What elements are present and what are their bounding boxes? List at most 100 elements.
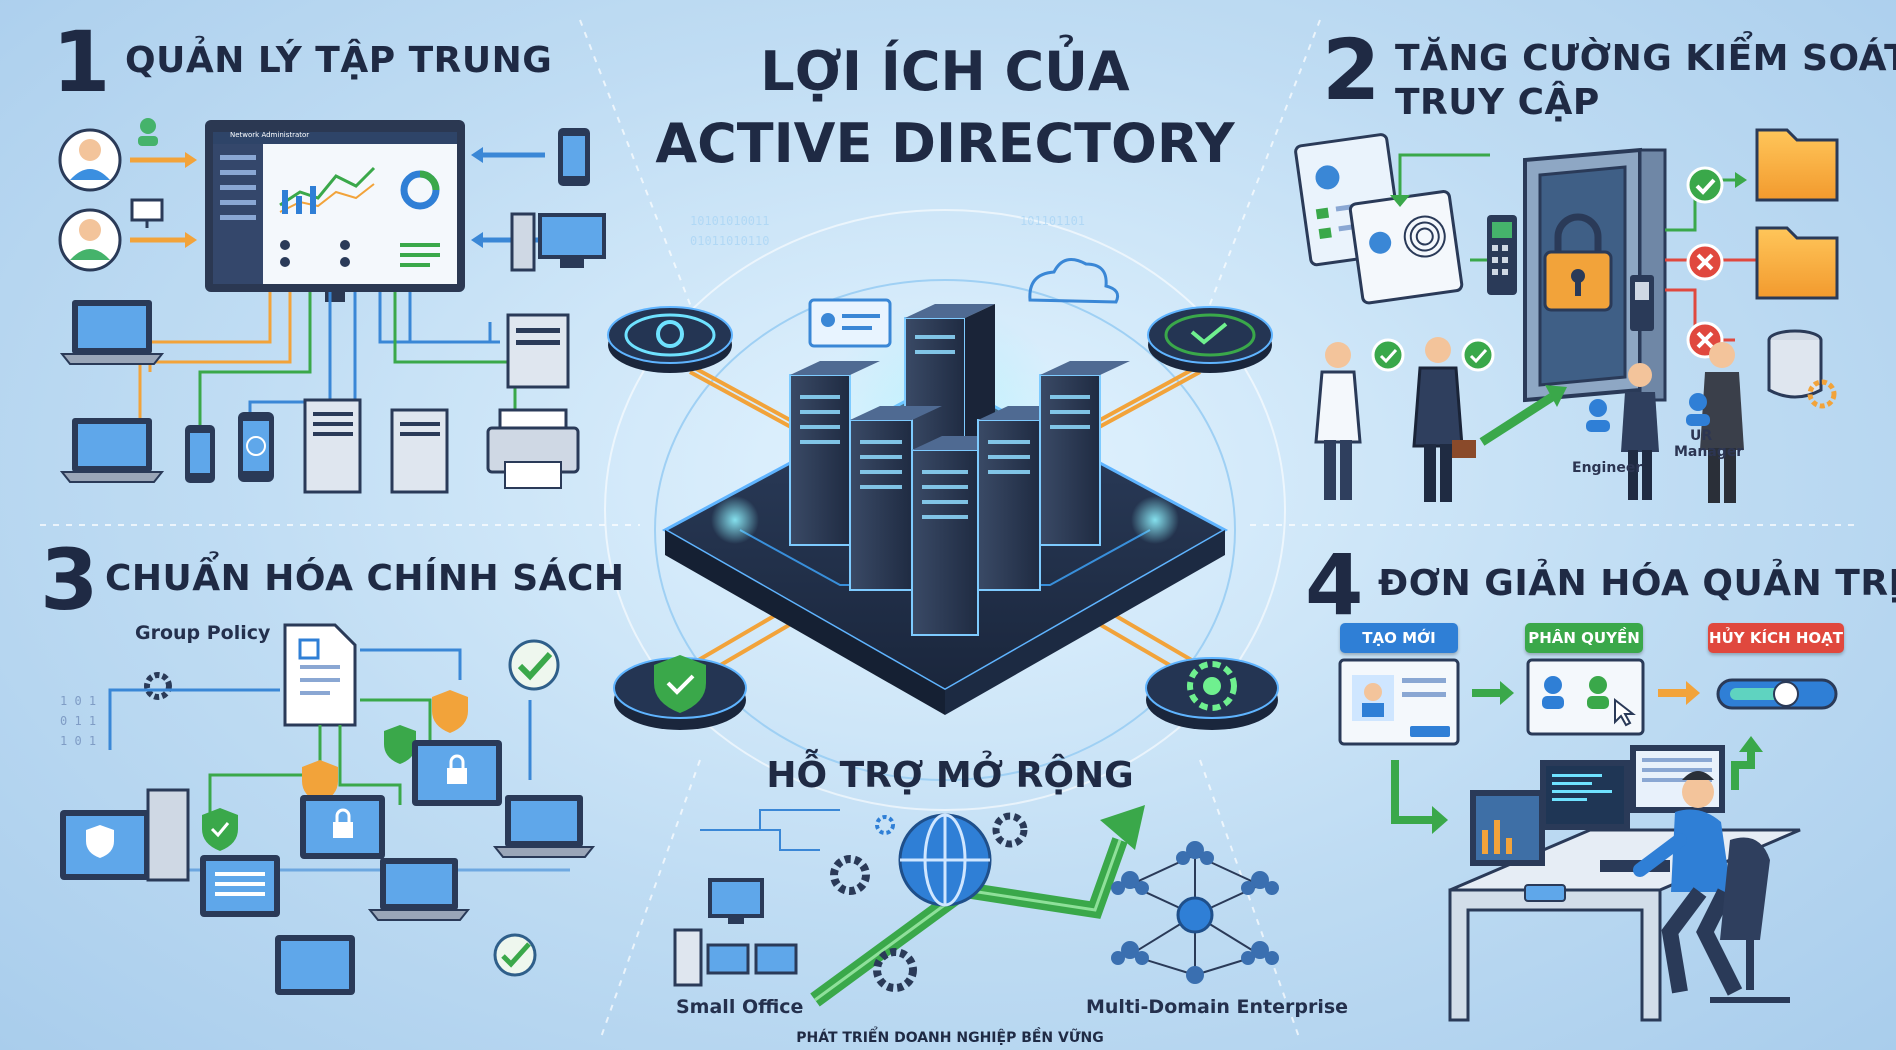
person-figure (1314, 342, 1362, 500)
section-title-2-line1: TĂNG CƯỜNG KIỂM SOÁT (1395, 38, 1896, 79)
printer-icon (486, 408, 580, 489)
laptop-icon (59, 418, 165, 483)
database-icon (1767, 329, 1837, 409)
gear-icon (875, 815, 895, 835)
globe-icon (898, 813, 992, 907)
shield-node (1147, 306, 1273, 373)
server-icon (673, 928, 703, 987)
svg-text:1 0 1: 1 0 1 (60, 734, 96, 748)
desktop-icon (412, 740, 502, 806)
cloud-icon (1028, 258, 1120, 304)
phone-icon (238, 412, 274, 482)
desktop-icon (510, 212, 606, 272)
section-1-art (58, 118, 606, 494)
desktop-icon (754, 943, 798, 975)
person-figure (1621, 363, 1659, 500)
user-icon (1686, 393, 1710, 426)
office-chair (1710, 837, 1790, 1003)
svg-text:101101101: 101101101 (1020, 214, 1085, 228)
hr-manager-label-1: UR (1690, 428, 1713, 444)
server-icon (303, 398, 362, 494)
person-figure (1700, 342, 1744, 503)
section-number-3: 3 (40, 531, 99, 629)
gear-icon (830, 855, 870, 895)
growth-art (673, 805, 1279, 1007)
section-title-4: ĐƠN GIẢN HÓA QUẢN TRỊ (1378, 563, 1896, 604)
gear-node (607, 306, 733, 373)
phone-icon (558, 128, 590, 186)
svg-text:1 0 1: 1 0 1 (60, 694, 96, 708)
cross-icon (1686, 243, 1724, 281)
new-user-card (1338, 658, 1460, 746)
workflow-create-badge: TẠO MỚI (1340, 623, 1458, 653)
lock-icon (333, 808, 353, 838)
id-card-icon (1348, 190, 1464, 305)
workflow-deactivate-badge: HỦY KÍCH HOẠT (1708, 623, 1844, 653)
folder-icon (1755, 128, 1839, 202)
desktop-icon (708, 878, 764, 924)
monitor-icon (1540, 760, 1630, 830)
section-title-2-line2: TRUY CẬP (1395, 82, 1600, 123)
phone-icon (185, 425, 215, 483)
engineer-label: Engineer (1572, 460, 1643, 476)
main-title-line2: ACTIVE DIRECTORY (655, 112, 1235, 175)
globe-icon (1176, 896, 1214, 934)
desktop-icon (60, 788, 190, 882)
laptop-icon (59, 300, 165, 365)
section-title-1: QUẢN LÝ TẬP TRUNG (125, 40, 553, 81)
check-icon (1461, 338, 1495, 372)
workflow-permission-badge: PHÂN QUYỀN (1525, 623, 1643, 653)
keypad-icon (1487, 215, 1517, 295)
svg-text:0 1 1: 0 1 1 (60, 714, 96, 728)
divider-lines (40, 19, 1856, 1041)
person-at-desk (1633, 771, 1743, 996)
toggle-icon (1716, 678, 1838, 710)
scalability-caption: PHÁT TRIỂN DOANH NGHIỆP BỀN VỮNG (796, 1030, 1104, 1046)
shield-icon (432, 690, 468, 733)
dashboard-monitor (205, 120, 465, 302)
desktop-icon (275, 935, 355, 995)
monitor-icon (1470, 790, 1545, 866)
section-3-art: 1 0 1 0 1 1 1 0 1 (60, 623, 596, 995)
desktop-icon (300, 795, 385, 859)
lock-icon (1543, 213, 1613, 312)
binary-pattern: 1 0 1 0 1 1 1 0 1 (60, 694, 96, 748)
folder-icon (1755, 226, 1839, 300)
check-icon (508, 639, 560, 691)
gear-icon (144, 672, 172, 700)
group-policy-label: Group Policy (135, 622, 271, 644)
user-group-icon (1111, 841, 1279, 984)
gear-node (1145, 657, 1279, 730)
small-office-label: Small Office (676, 996, 804, 1018)
server-rack-group (789, 304, 1130, 636)
gear-icon (992, 812, 1028, 848)
laptop-icon (367, 858, 471, 921)
check-icon (1371, 338, 1405, 372)
check-icon (1686, 166, 1724, 204)
server-icon (390, 408, 449, 494)
user-icon (1586, 399, 1610, 432)
svg-text:10101010011: 10101010011 (690, 214, 769, 228)
user-icon (58, 128, 122, 192)
server-icon (506, 313, 570, 389)
gear-icon (873, 948, 917, 992)
multi-domain-label: Multi-Domain Enterprise (1086, 996, 1349, 1018)
shield-icon (302, 760, 338, 803)
shield-check-node (613, 655, 747, 730)
card-reader-icon (1630, 275, 1654, 331)
shield-icon (202, 808, 238, 851)
main-title-line1: LỢI ÍCH CỦA (760, 40, 1130, 103)
section-title-3: CHUẨN HÓA CHÍNH SÁCH (105, 558, 625, 599)
document-icon (283, 623, 357, 727)
section-4-art (1338, 658, 1838, 1022)
desktop-icon (130, 198, 164, 228)
section-number-1: 1 (52, 13, 111, 111)
section-number-2: 2 (1322, 21, 1381, 119)
user-icon (138, 118, 158, 146)
desktop-icon (706, 943, 750, 975)
permission-card (1526, 658, 1645, 736)
